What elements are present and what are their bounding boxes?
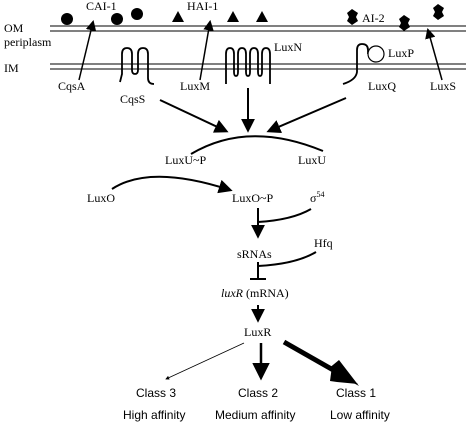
cqsa-label: CqsA <box>58 79 86 93</box>
luxr-to-class3-arrow <box>165 342 245 380</box>
class2-label: Class 2 <box>238 386 278 400</box>
luxs-label: LuxS <box>430 79 456 93</box>
luxn-label: LuxN <box>274 40 302 54</box>
cai1-label: CAI-1 <box>86 0 117 13</box>
luxp-label: LuxP <box>388 46 414 60</box>
luxo-label: LuxO <box>87 191 115 205</box>
cqss-receptor <box>119 47 155 85</box>
ai2-molecules <box>347 4 444 31</box>
hfq-label: Hfq <box>314 236 333 250</box>
luxq-to-luxu-arrow <box>266 97 347 134</box>
om-label: OM <box>4 21 24 35</box>
luxp-protein <box>367 45 385 63</box>
luxu-label: LuxU <box>298 153 326 167</box>
class3-label: Class 3 <box>136 386 176 400</box>
hai1-molecules <box>172 11 268 22</box>
outer-membrane <box>50 25 466 32</box>
class1-label: Class 1 <box>336 386 376 400</box>
cqsa-arrow <box>78 19 97 81</box>
sigma54-join-line <box>257 208 312 223</box>
luxq-receptor <box>342 43 369 85</box>
sigma54-label: σ54 <box>310 190 324 205</box>
luxm-label: LuxM <box>180 79 210 93</box>
cai1-molecules <box>61 8 143 25</box>
cqss-to-luxu-arrow <box>159 99 229 133</box>
class2-affinity: Medium affinity <box>215 408 295 422</box>
im-label: IM <box>4 61 19 75</box>
luxs-arrow <box>425 27 443 81</box>
class1-affinity: Low affinity <box>330 408 390 422</box>
luxo-arc <box>111 175 233 194</box>
periplasm-label: periplasm <box>4 35 52 49</box>
hfq-join-line <box>257 251 317 267</box>
srnas-label: sRNAs <box>237 247 272 261</box>
ai2-label: AI-2 <box>362 11 385 25</box>
luxr-label: LuxR <box>244 325 271 339</box>
luxm-arrow <box>199 19 214 81</box>
luxq-label: LuxQ <box>368 79 396 93</box>
luxo-p-label: LuxO~P <box>232 191 273 205</box>
luxu-arc <box>190 135 324 155</box>
cqss-label: CqsS <box>120 92 145 106</box>
hai1-label: HAI-1 <box>187 0 218 13</box>
luxu-p-label: LuxU~P <box>165 153 206 167</box>
luxr-mrna-label: luxR (mRNA) <box>221 286 289 300</box>
luxr-to-class1-arrowhead-fill <box>328 360 359 386</box>
class3-affinity: High affinity <box>123 408 185 422</box>
luxn-receptor <box>225 47 271 84</box>
